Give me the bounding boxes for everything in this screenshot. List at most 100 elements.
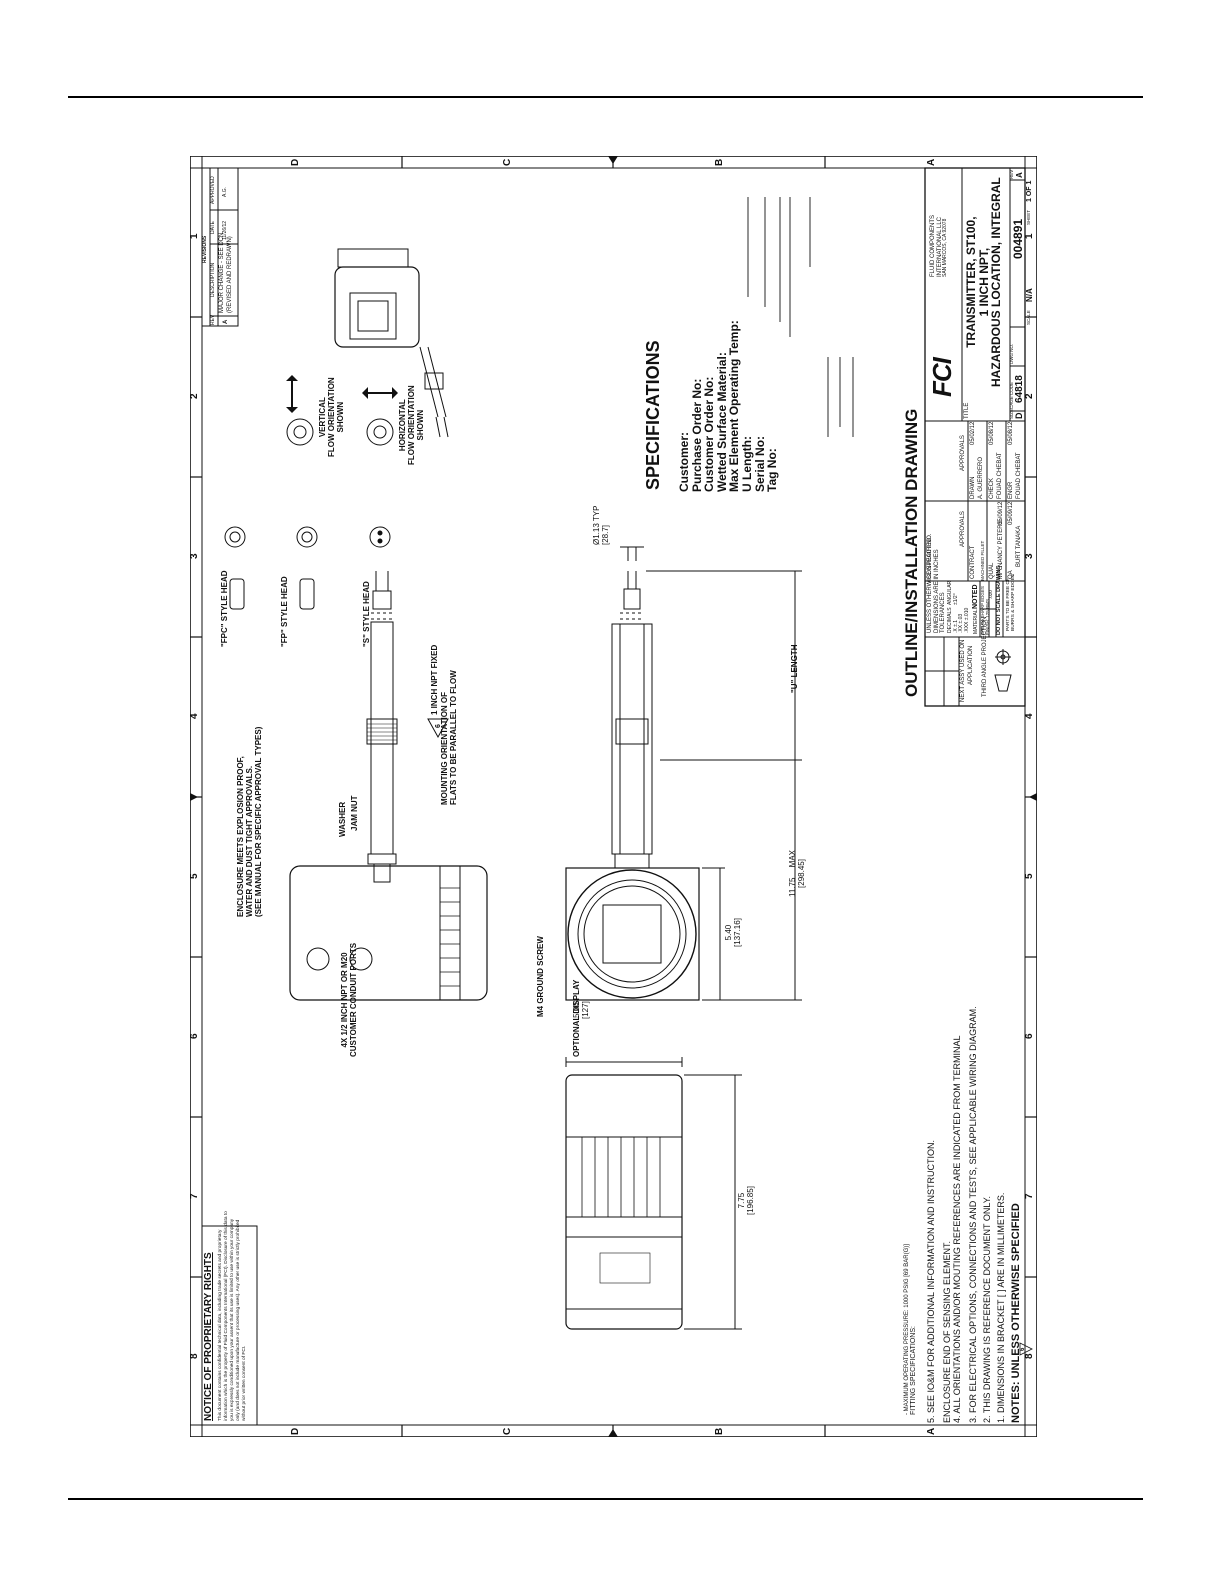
tb-contract-no: CONTRACT NO. [927, 533, 933, 579]
tb-sheet-label: SHEET [1026, 209, 1031, 225]
revisions-header: REV [210, 314, 216, 325]
zone-number: 6 [1024, 1033, 1035, 1039]
tb-decimals: DECIMALS .X ±.1 .XX ±.03 .XXX ±.010 [947, 607, 970, 633]
dim-diameter: Ø1.13 TYP [28.7] [592, 505, 611, 545]
tb-title-label: TITLE [964, 402, 970, 419]
tb-application: APPLICATION [968, 645, 974, 685]
zone-letter: D [290, 1427, 301, 1435]
revisions-title: REVISIONS [202, 235, 208, 263]
zone-number: 7 [189, 1193, 200, 1199]
tb-qa-date: 05/09/12 [1008, 501, 1014, 525]
zone-letter: D [290, 158, 301, 166]
tb-company: FLUID COMPONENTS INTERNATIONAL LLC SAN M… [930, 214, 949, 277]
ground-screw-callout: M4 GROUND SCREW [536, 936, 545, 1017]
zone-number: 8 [1024, 1353, 1035, 1359]
proprietary-line: This document contains confidential tech… [218, 1229, 223, 1421]
revision-description: (REVISED AND REDRAWN) [227, 236, 233, 313]
vertical-flow-label: VERTICAL FLOW ORIENTATION SHOWN [318, 377, 346, 457]
tb-engr-date: 05/08/12 [1008, 421, 1014, 445]
zone-letter: B [714, 158, 725, 166]
note-item: 3. FOR ELECTRICAL OPTIONS, CONNECTIONS A… [968, 1006, 978, 1423]
s-head-callout: "S" STYLE HEAD [362, 581, 371, 647]
note-item: 4. ALL ORIENTATIONS AND/OR MOUTING REFER… [952, 1035, 962, 1423]
revision-approved: A.G. [222, 186, 228, 197]
zone-number: 1 [189, 233, 200, 239]
note-item: - MAXIMUM OPERATING PRESSURE: 1000 PSIG … [904, 1244, 910, 1415]
revisions-header: APPROVED [210, 176, 216, 204]
tb-mfg-name: NANCY PETERS [998, 520, 1004, 567]
zone-number: 6 [189, 1033, 200, 1039]
npt-flag-number: 6 [435, 724, 442, 728]
spec-field: U Length: [739, 436, 754, 492]
enclosure-callout: ENCLOSURE MEETS EXPLOSION PROOF, WATER A… [236, 726, 264, 917]
tb-scale-label: SCALE [1026, 310, 1031, 325]
tb-mfg-date: 05/09/12 [998, 501, 1004, 525]
spec-field: Customer Order No: [702, 376, 717, 492]
spec-field: Customer: [677, 431, 691, 492]
tb-check-name: FOUAD CHEBAT [997, 452, 1003, 499]
revisions-header: DATE [210, 221, 216, 234]
notes-title: NOTES: UNLESS OTHERWISE SPECIFIED [1010, 1203, 1022, 1423]
dim-height: 5.00 [127] [572, 1001, 591, 1019]
note-item: ENCLOSURE END OF SENSING ELEMENT. [942, 1240, 952, 1423]
proprietary-line: without prior written consent of FCI. [242, 1345, 247, 1421]
tb-qa: QA [1008, 570, 1014, 579]
zone-number: 4 [1024, 713, 1035, 719]
revision-letter: A [223, 319, 229, 324]
tb-approvals: APPROVALS [960, 511, 966, 547]
tb-drawn: DRAWN [970, 476, 976, 499]
proprietary-line: only (and does not include manufacture o… [236, 1219, 241, 1421]
tb-scale: N/A [1025, 288, 1034, 302]
note-item: 5. SEE IO&M FOR ADDITIONAL INFORMATION A… [926, 1139, 936, 1423]
jam-nut-callout: JAM NUT [350, 795, 359, 831]
spec-field: Tag No: [765, 448, 780, 492]
tb-dwg-label: DWG NO. [1009, 343, 1014, 364]
tb-drawn-date: 05/02/12 [970, 421, 976, 445]
npt-fixed-callout: 1 INCH NPT FIXED [430, 644, 439, 715]
conduit-callout: 4X 1/2 INCH NPT OR M20 CUSTOMER CONDUIT … [340, 942, 359, 1057]
tb-check: CHECK [989, 477, 995, 499]
zone-number: 4 [189, 713, 200, 719]
revision-description: MAJOR CHANGE - SEE DCN [219, 232, 225, 313]
tb-qa-name: BURT TANAKA [1016, 525, 1022, 567]
tb-engr-name: FOUAD CHEBAT [1016, 452, 1022, 499]
tb-fillet-value: .020 [988, 590, 993, 599]
tb-cage: 64818 [1014, 375, 1025, 403]
tb-sheet: 1 OF 1 [1026, 180, 1033, 202]
tb-qual: QUAL [989, 562, 995, 579]
rotated-sheet: 8 7 6 5 4 3 2 1 8 7 6 5 4 3 2 1 D C B A … [189, 156, 1037, 1437]
zone-number: 3 [189, 553, 200, 559]
zone-number: 5 [1024, 873, 1035, 879]
drawing-title: OUTLINE/INSTALLATION DRAWING [902, 408, 921, 697]
tb-material-label: MATERIAL [973, 609, 979, 634]
notes-flag-number: 6 [1020, 1347, 1026, 1351]
bottom-rule [68, 1498, 1143, 1500]
tb-approvals: APPROVALS [960, 435, 966, 471]
zone-letter: A [926, 158, 937, 166]
tb-angular: ANGULAR ±1/2° [947, 580, 959, 605]
tb-mfg: MFG [998, 565, 1004, 579]
zone-number: 2 [1024, 393, 1035, 399]
zone-letter: B [714, 1427, 725, 1435]
zone-number: 3 [1024, 553, 1035, 559]
proprietary-line: information which is the property of Flu… [224, 1211, 229, 1421]
dim-display-height: 5.40 [137.16] [724, 918, 743, 947]
mounting-callout: MOUNTING ORIENTATION OF FLATS TO BE PARA… [440, 670, 459, 805]
note-item: 2. THIS DRAWING IS REFERENCE DOCUMENT ON… [982, 1195, 992, 1423]
revision-date: 11/26/12 [222, 220, 228, 240]
proprietary-line: you is expressly conditioned upon your a… [230, 1218, 235, 1421]
zone-number: 8 [189, 1353, 200, 1359]
fpc-head-callout: "FPC" STYLE HEAD [220, 570, 229, 647]
tb-material: NOTED [972, 584, 979, 610]
zone-letter: C [502, 1427, 513, 1435]
proprietary-title: NOTICE OF PROPRIETARY RIGHTS [203, 1252, 214, 1421]
zone-letter: A [926, 1427, 937, 1435]
top-rule [68, 96, 1143, 98]
zone-number: 2 [189, 393, 200, 399]
tb-title: TRANSMITTER, ST100, 1 INCH NPT, HAZARDOU… [964, 177, 1004, 387]
washer-callout: WASHER [338, 801, 347, 837]
zone-number: 7 [1024, 1193, 1035, 1199]
tb-check-date: 05/08/12 [989, 421, 995, 445]
horizontal-flow-label: HORIZONTAL FLOW ORIENTATION SHOWN [398, 385, 426, 465]
note-item: FITTING SPECIFICATIONS: [910, 1326, 917, 1415]
